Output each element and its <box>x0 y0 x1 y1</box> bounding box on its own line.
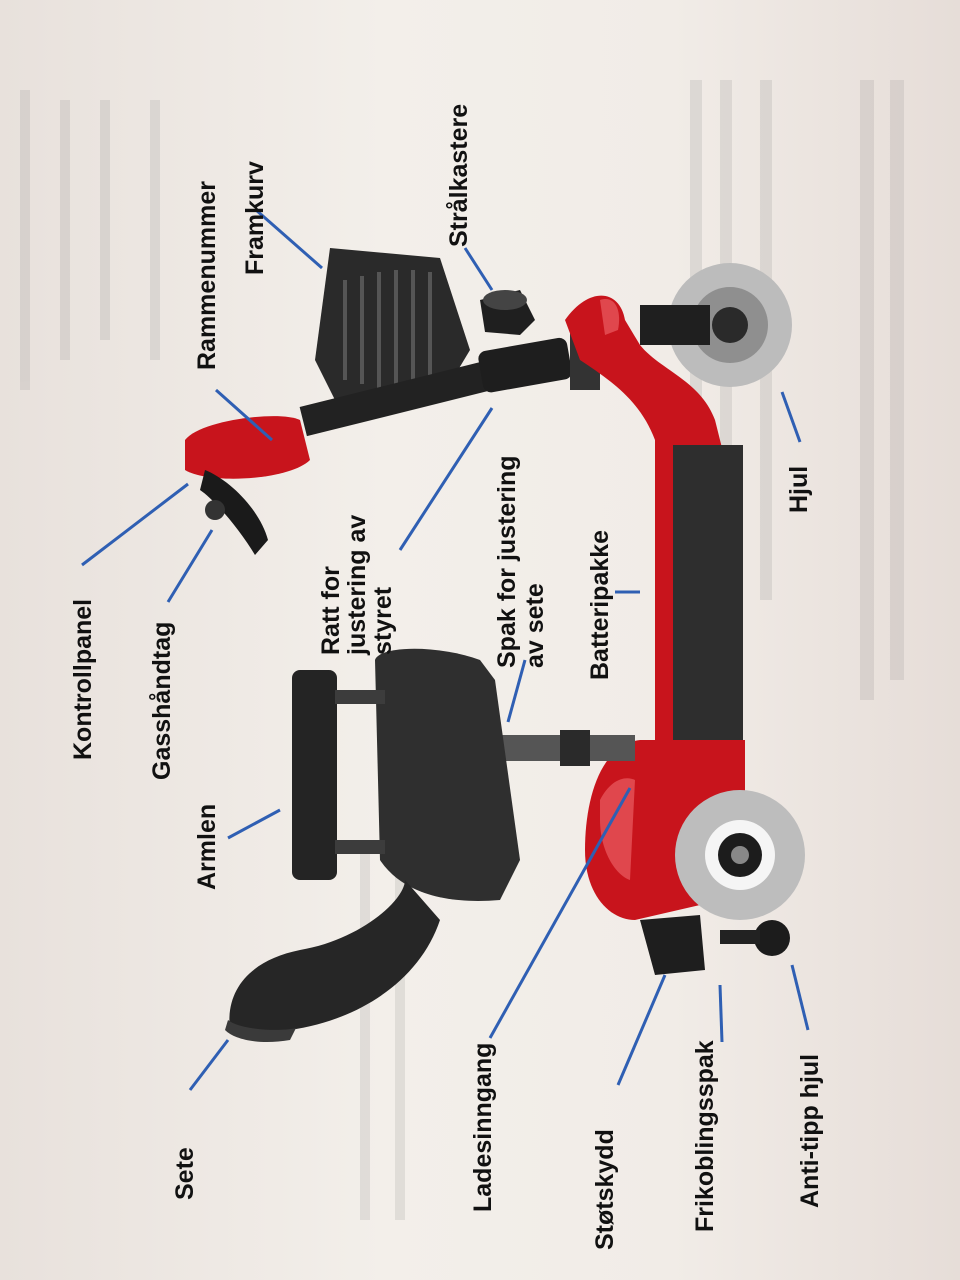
label-spak-line2: av sete <box>521 583 549 668</box>
anti-tip-wheel-shape <box>720 920 790 956</box>
label-spak-line1: Spak for justering <box>493 455 521 668</box>
label-ratt-line3: styret <box>369 586 397 655</box>
label-armlen: Armlen <box>193 803 221 890</box>
label-kontrollpanel: Kontrollpanel <box>69 598 97 760</box>
headlight <box>480 290 535 335</box>
leader-frikoblingsspak <box>718 984 724 1043</box>
label-batteripakke: Batteripakke <box>586 529 614 680</box>
front-wheel <box>640 263 792 387</box>
leader-ratt <box>398 407 494 551</box>
label-anti-tipp-hjul: Anti-tipp hjul <box>796 1053 824 1208</box>
label-frikoblingsspak: Frikoblingsspak <box>691 1040 719 1232</box>
label-ratt: Ratt for justering av styret <box>317 514 397 655</box>
label-rammenummer: Rammenummer <box>193 181 221 370</box>
front-basket <box>315 248 470 400</box>
label-stotskydd: Støtskydd <box>591 1129 619 1250</box>
label-spak: Spak for justering av sete <box>493 455 549 668</box>
leader-anti-tipp <box>790 964 810 1031</box>
label-stralkastere: Strålkastere <box>445 103 473 247</box>
leader-sete <box>188 1039 230 1091</box>
battery-pack <box>655 445 743 745</box>
leader-framkurv <box>255 208 323 270</box>
seat-shape <box>225 648 520 1042</box>
leader-armlen <box>227 808 281 840</box>
leader-gasshandtag <box>166 529 214 603</box>
label-ratt-line2: justering av <box>343 514 371 655</box>
leader-stralkastere <box>463 247 494 291</box>
leader-lines <box>81 208 810 1091</box>
leader-hjul <box>780 391 802 443</box>
leader-spak <box>506 659 527 723</box>
label-ladesinngang: Ladesinngang <box>469 1042 497 1212</box>
handlebar <box>185 416 310 555</box>
label-sete: Sete <box>171 1147 199 1200</box>
leader-kontrollpanel <box>81 482 189 567</box>
label-ratt-line1: Ratt for <box>317 566 345 655</box>
label-gasshandtag: Gasshåndtag <box>148 621 176 780</box>
armrest <box>292 670 385 880</box>
label-framkurv: Framkurv <box>241 161 269 275</box>
bumper-shape <box>640 915 705 975</box>
leader-rammenummer <box>215 388 273 442</box>
seat-post <box>500 730 635 766</box>
label-hjul: Hjul <box>785 465 813 513</box>
leader-ladesinngang <box>488 787 632 1039</box>
leader-stotskydd <box>616 974 667 1086</box>
rear-wheel <box>675 790 805 920</box>
background-print <box>20 80 904 1220</box>
